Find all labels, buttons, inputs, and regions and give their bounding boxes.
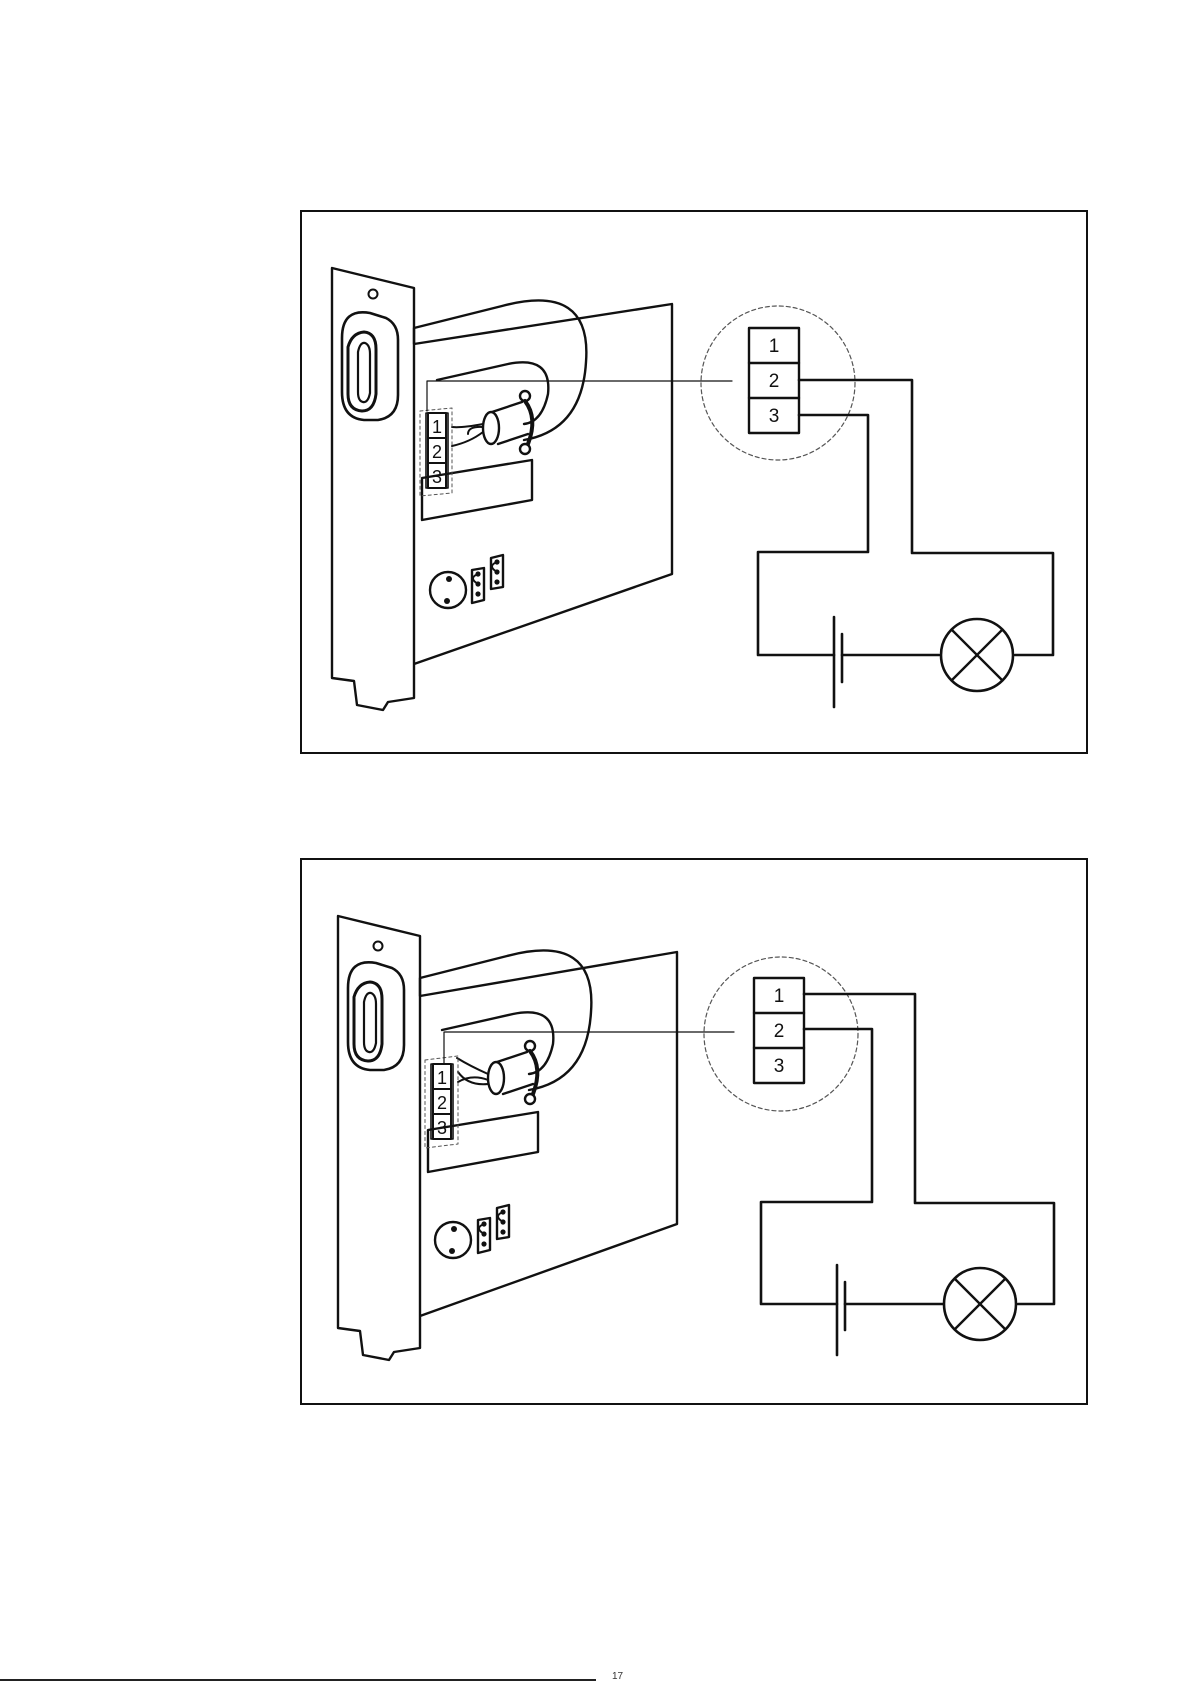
battery-icon	[834, 617, 842, 707]
inset-terminal-label-2: 2	[774, 1021, 785, 1042]
diagram-panel-2: 1 2 3 1 2 3	[300, 858, 1088, 1405]
card-terminal-label-3: 3	[432, 467, 442, 487]
circuit-board	[414, 304, 672, 664]
circuit-board	[420, 952, 677, 1316]
lamp-icon	[944, 1268, 1016, 1340]
inset-terminal-label-2: 2	[769, 371, 780, 392]
footer-rule	[0, 1679, 596, 1681]
card-terminal-label-1: 1	[432, 417, 442, 437]
wire-terminal-2	[799, 380, 1053, 655]
battery-icon	[837, 1265, 845, 1355]
wiring-diagram-1: 1 2 3 1 2 3	[302, 212, 1090, 756]
card-terminal-label-1: 1	[437, 1068, 447, 1088]
footer-mark: 17	[612, 1671, 623, 1682]
wiring-diagram-2: 1 2 3 1 2 3	[302, 860, 1090, 1407]
mounting-bracket	[338, 916, 420, 1360]
callout-line	[444, 1032, 734, 1064]
inset-terminal-label-3: 3	[774, 1056, 785, 1077]
inset-terminal-label-3: 3	[769, 406, 780, 427]
diagram-panel-1: 1 2 3 1 2 3	[300, 210, 1088, 754]
lamp-icon	[941, 619, 1013, 691]
card-terminal-label-2: 2	[437, 1093, 447, 1113]
mounting-bracket	[332, 268, 414, 710]
card-terminal-label-2: 2	[432, 442, 442, 462]
card-terminal-label-3: 3	[437, 1118, 447, 1138]
wire-terminal-1	[804, 994, 1054, 1304]
inset-terminal-label-1: 1	[769, 336, 780, 357]
inset-terminal-label-1: 1	[774, 986, 785, 1007]
